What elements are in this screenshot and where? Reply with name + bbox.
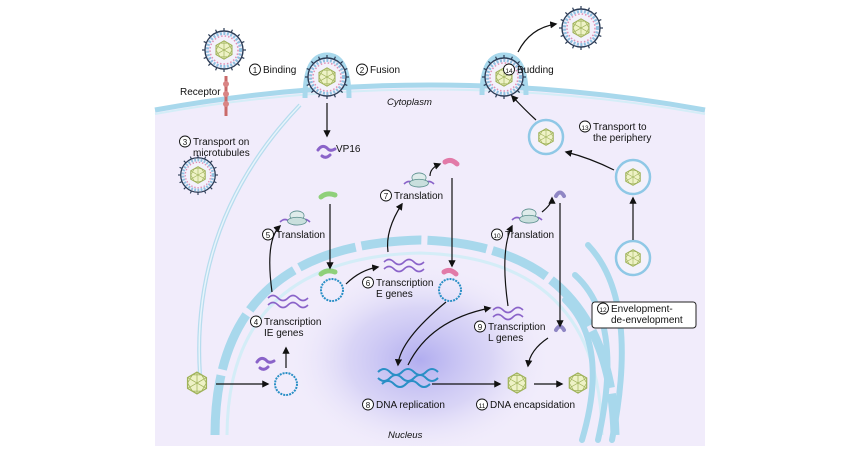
nuclear-envelope-inner [225,251,604,436]
step-3-number: 3 [183,138,188,147]
step-7-number: 7 [384,192,389,201]
step-12-label-line2: de-envelopment [611,315,683,326]
plasma-membrane [154,82,706,113]
step-12-badge [597,302,609,315]
step-6-label-line2: E genes [376,289,413,300]
e-protein [442,157,460,167]
capsid-encapsidating [507,372,527,394]
step-3-label: Transport on [193,137,249,148]
step-13-label-line2: the periphery [593,133,651,144]
step-5-number: 5 [266,231,271,240]
step-6-badge [362,276,374,289]
vesicle-golgi [614,239,652,277]
capsid-filled [568,372,588,394]
step-14-badge [503,63,515,76]
step-10-badge [491,228,503,241]
e-protein-nuclear [441,267,459,277]
virion-fusion [305,55,349,99]
virion-budding [482,55,526,99]
vesicle-periphery [527,118,565,156]
dna-concatemer [377,368,439,388]
receptor [223,76,229,116]
step-4-label: Transcription [264,317,321,328]
step-12-label: Envelopment- [611,304,673,315]
step-1-badge [249,63,261,76]
step-10-label: Translation [505,230,554,241]
step-13-badge [579,120,591,133]
step-12-number: 12 [599,307,607,314]
step-2-badge [356,63,368,76]
step-12: 12 Envelopment-de-envelopment [597,302,683,326]
virion-binding [202,28,246,72]
nuclear-envelope [210,235,620,436]
step-8: 8 DNA replication [362,398,445,411]
step-13-label: Transport to [593,122,647,133]
step-10-number: 10 [493,233,501,240]
step-11-badge [476,398,488,411]
receptor-label: Receptor [180,87,221,98]
circular-genome-3 [438,278,462,302]
plasma-membrane-inner [154,88,706,115]
step-7: 7 Translation [380,189,443,202]
circular-genome-2 [320,278,344,302]
capsid-entering [186,371,208,395]
step-1-number: 1 [253,66,258,75]
step-3-label-line2: microtubules [193,148,250,159]
step-2-label: Fusion [370,65,400,76]
step-3-badge [179,135,191,148]
step-6-number: 6 [366,279,371,288]
step-11: 11 DNA encapsidation [476,398,575,411]
step-14-number: 14 [505,68,513,75]
step-14: 14 Budding [503,63,554,76]
step-11-label: DNA encapsidation [490,400,575,411]
ie-protein-nuclear [318,268,338,277]
step-8-number: 8 [366,401,371,410]
microtubule-core [198,104,301,376]
virion-released [559,6,603,50]
vesicle-cytoplasm [614,158,652,196]
step-10: 10 Translation [491,228,554,241]
step-13-number: 13 [581,125,589,132]
envelopment-box [591,301,697,329]
step-2: 2 Fusion [356,63,400,76]
cytoplasm-label: Cytoplasm [387,97,432,108]
step-1-label: Binding [263,65,296,76]
step-4-number: 4 [254,318,259,327]
step-8-badge [362,398,374,411]
step-5-badge [262,228,274,241]
step-5-label: Translation [276,230,325,241]
step-4-label-line2: IE genes [264,328,303,339]
step-11-number: 11 [479,403,486,410]
step-9-badge [474,320,486,333]
flow-arrows [216,21,637,388]
vp16-protein [316,144,337,159]
step-4-badge [250,315,262,328]
step-1: 1 Binding [249,63,296,76]
step-9-label-line2: L genes [488,333,523,344]
step-9-label: Transcription [488,322,545,333]
step-14-label: Budding [517,65,554,76]
step-7-label: Translation [394,191,443,202]
nucleus-label: Nucleus [388,430,423,441]
l-protein [554,190,566,198]
vp16-label: VP16 [336,144,361,155]
ie-protein [318,191,338,200]
step-8-label: DNA replication [376,400,445,411]
step-6-label: Transcription [376,278,433,289]
step-9-number: 9 [478,323,483,332]
step-labels: 1 Binding 2 Fusion 3 Transport onmicrotubules… [179,63,683,411]
step-2-number: 2 [360,66,365,75]
circular-genome-1 [274,372,298,396]
step-7-badge [380,189,392,202]
step-5: 5 Translation [262,228,325,241]
vp16-nuclear [255,356,276,371]
virion-on-microtubule [178,155,218,195]
